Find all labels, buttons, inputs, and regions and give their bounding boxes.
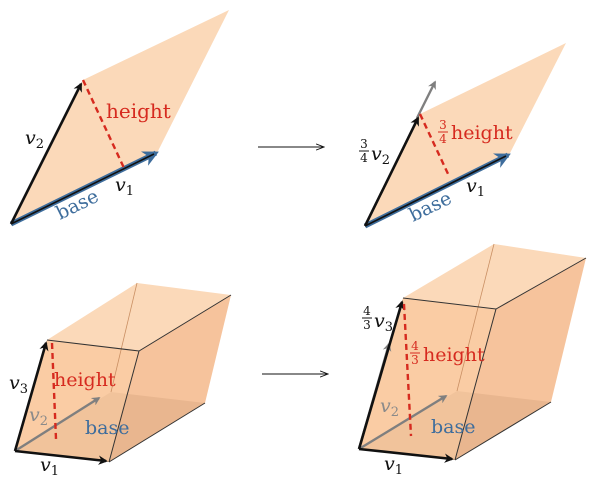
v1-label: v1 bbox=[115, 174, 134, 199]
svg-text:v2: v2 bbox=[371, 143, 390, 168]
v1-label: v1 bbox=[384, 453, 403, 478]
v2-arrow bbox=[358, 394, 448, 451]
parallelogram-face bbox=[365, 43, 566, 226]
v3-scaled-label: 4 3 v3 bbox=[362, 304, 393, 335]
top-face bbox=[403, 244, 586, 309]
side-face bbox=[109, 295, 231, 462]
v3-label: v3 bbox=[9, 372, 28, 397]
base-side-edge bbox=[454, 401, 552, 461]
top-face bbox=[47, 283, 231, 351]
height-dashed-line bbox=[402, 303, 413, 437]
v2-label: v2 bbox=[25, 127, 44, 152]
svg-text:4: 4 bbox=[363, 304, 371, 318]
base-side-edge bbox=[108, 402, 206, 463]
hidden-edge bbox=[456, 243, 495, 392]
panel-scaled-parallelogram: 3 4 height base v1 3 4 v2 bbox=[359, 43, 566, 229]
v2-label: v2 bbox=[29, 404, 48, 429]
front-face bbox=[359, 298, 496, 460]
svg-text:3: 3 bbox=[411, 353, 419, 367]
height-label: height bbox=[54, 369, 116, 391]
height-dashed-line bbox=[81, 79, 126, 169]
svg-text:3: 3 bbox=[439, 118, 447, 132]
svg-text:height: height bbox=[451, 122, 513, 144]
v2-arrow bbox=[14, 396, 101, 453]
svg-text:3: 3 bbox=[360, 137, 368, 151]
height-label: 4 3 height bbox=[410, 339, 485, 367]
hidden-edge bbox=[110, 282, 138, 393]
height-dashed-line bbox=[50, 342, 58, 440]
v1-arrow bbox=[10, 153, 155, 225]
v2-scaled-arrow bbox=[363, 116, 420, 227]
height-dashed-line bbox=[418, 113, 451, 177]
parallelogram-face bbox=[11, 10, 229, 224]
svg-text:v3: v3 bbox=[374, 310, 393, 335]
original-v2-arrow bbox=[415, 80, 437, 119]
v2-label: v2 bbox=[380, 395, 399, 420]
side-face bbox=[455, 258, 586, 460]
v2-scaled-label: 3 4 v2 bbox=[359, 137, 390, 168]
v1-label: v1 bbox=[40, 454, 59, 479]
v3-arrow bbox=[13, 341, 49, 452]
height-label: height bbox=[106, 99, 171, 123]
height-label: 3 4 height bbox=[438, 118, 513, 146]
front-right-edge bbox=[454, 308, 497, 461]
panel-parallelogram: height base v1 v2 bbox=[9, 10, 229, 227]
base-label: base bbox=[431, 416, 476, 438]
svg-text:4: 4 bbox=[360, 151, 368, 165]
front-right-edge bbox=[108, 350, 140, 463]
svg-text:4: 4 bbox=[439, 132, 447, 146]
v1-arrow bbox=[358, 447, 454, 463]
svg-text:height: height bbox=[423, 344, 485, 366]
v1-label: v1 bbox=[466, 175, 485, 200]
v2-arrow bbox=[9, 82, 83, 225]
svg-text:3: 3 bbox=[363, 318, 371, 332]
v1-arrow bbox=[364, 155, 507, 227]
svg-text:4: 4 bbox=[411, 339, 419, 353]
base-label: base bbox=[85, 417, 130, 439]
panel-parallelepiped: height base v1 v2 v3 bbox=[9, 282, 232, 479]
panel-scaled-parallelepiped: 4 3 height base v1 v2 4 3 v3 bbox=[357, 243, 587, 478]
v3-scaled-arrow bbox=[357, 300, 405, 450]
v1-arrow bbox=[14, 449, 108, 465]
